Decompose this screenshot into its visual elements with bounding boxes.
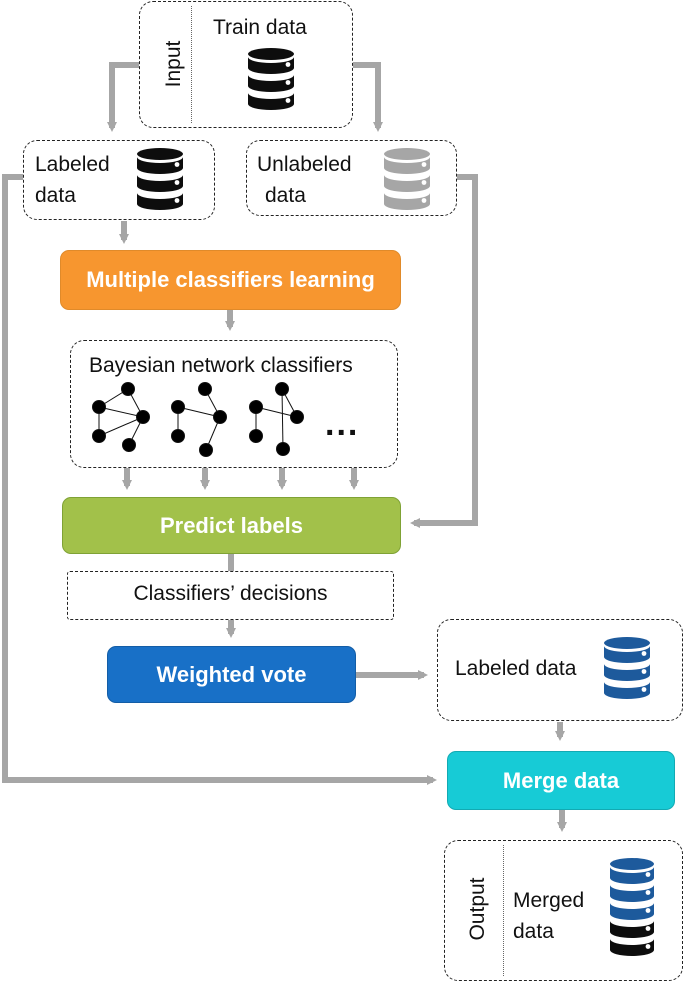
labeled-label-line1: Labeled: [35, 153, 110, 176]
classifiers-decisions-label: Classifiers’ decisions: [133, 582, 328, 605]
input-divider: [191, 6, 192, 123]
input-box: [139, 1, 353, 128]
merged-label-line2: data: [513, 920, 554, 943]
labeled-data-out-label: Labeled data: [455, 657, 577, 680]
predict-labels-box: Predict labels: [62, 497, 401, 554]
arrow-unlabeled-to-predict: [410, 174, 478, 528]
bayesian-network-title: Bayesian network classifiers: [89, 354, 353, 377]
train-data-title: Train data: [213, 16, 307, 39]
merge-data-box: Merge data: [447, 751, 675, 810]
bn-graph-icon-3: [249, 382, 304, 456]
classifiers-decisions-box: [67, 571, 394, 620]
arrow-input-to-unlabeled: [353, 62, 383, 132]
weighted-vote-box: Weighted vote: [107, 646, 356, 703]
merged-data-database-icon: [610, 858, 654, 956]
labeled-data-out-database-icon: [604, 637, 650, 699]
arrow-labeled-to-merge: [2, 174, 437, 785]
train-data-database-icon: [248, 48, 294, 110]
unlabeled-label-line2: data: [265, 184, 306, 207]
multiple-classifiers-learning-box: Multiple classifiers learning: [60, 250, 401, 310]
labeled-data-database-icon: [137, 148, 183, 210]
labeled-label-line2: data: [35, 184, 76, 207]
bn-graph-icon-1: [92, 382, 150, 452]
merged-label-line1: Merged: [513, 889, 585, 912]
arrow-input-to-labeled: [107, 62, 140, 132]
output-divider: [503, 845, 504, 976]
ellipsis-label: ...: [325, 405, 360, 443]
bn-graph-icon-2: [171, 382, 227, 457]
unlabeled-label-line1: Unlabeled: [257, 153, 352, 176]
unlabeled-data-database-icon: [384, 148, 430, 210]
